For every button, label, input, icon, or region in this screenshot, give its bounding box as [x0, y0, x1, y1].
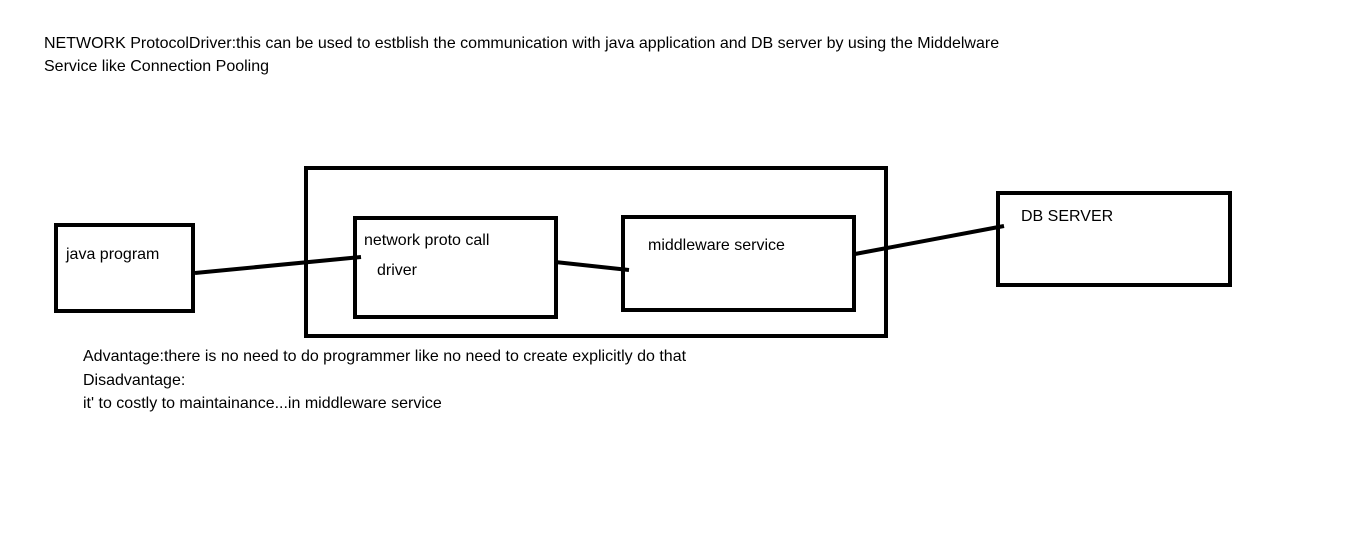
link-java-to-driver [194, 255, 362, 275]
disadvantage-label: Disadvantage: [83, 372, 186, 389]
description-line-2: Service like Connection Pooling [44, 58, 270, 75]
java-program-label: java program [66, 246, 160, 263]
driver-label-line-1: network proto call [364, 232, 490, 249]
middleware-service-label: middleware service [648, 237, 785, 254]
middleware-service-box [621, 215, 856, 312]
db-server-box [996, 191, 1232, 287]
disadvantage-note: it' to costly to maintainance...in middl… [83, 395, 442, 412]
driver-box [353, 216, 558, 319]
middleware-container [304, 166, 888, 338]
java-program-box [54, 223, 195, 313]
driver-label-line-2: driver [377, 262, 418, 279]
advantage-note: Advantage:there is no need to do program… [83, 348, 687, 365]
db-server-label: DB SERVER [1021, 208, 1114, 225]
link-driver-to-middleware [554, 260, 630, 272]
description-line-1: NETWORK ProtocolDriver:this can be used … [44, 35, 1000, 52]
link-middleware-to-db [854, 224, 1005, 256]
